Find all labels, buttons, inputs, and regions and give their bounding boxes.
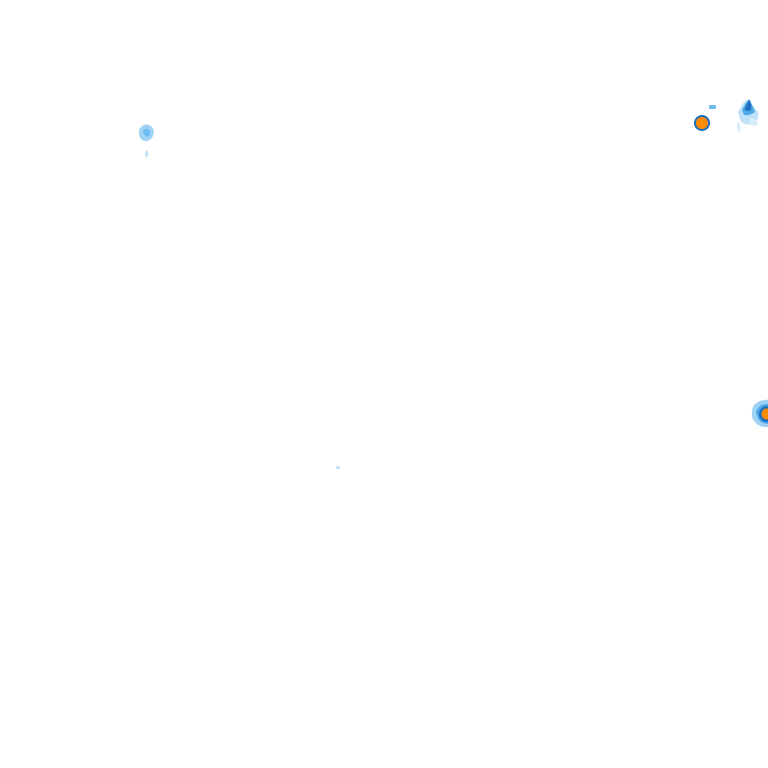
- echo-center-speck: [336, 466, 340, 469]
- echo-east-edge: [751, 399, 768, 428]
- echo-northwest: [138, 124, 154, 158]
- echo-north-east-core: [694, 105, 716, 131]
- echo-north-east-cluster: [737, 99, 759, 133]
